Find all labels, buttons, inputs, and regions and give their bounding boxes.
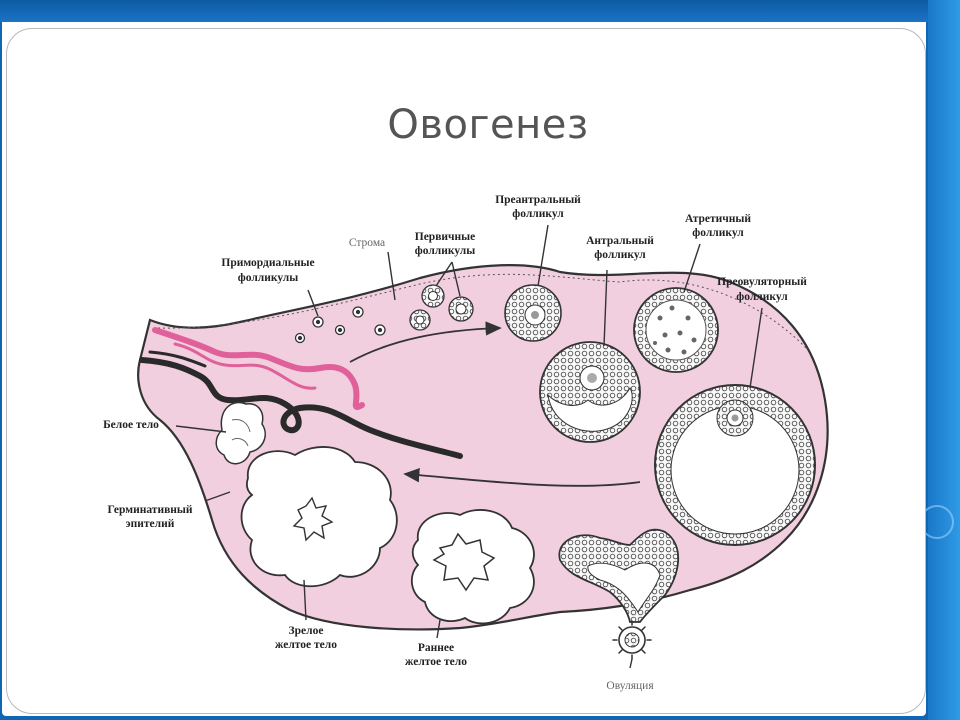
label-preantral-line1: Преантральный [495, 194, 581, 206]
label-early-cl-line1: Раннее [418, 642, 454, 654]
label-primary-line1: Первичные [415, 231, 475, 243]
label-primordial-line1: Примордиальные [221, 257, 314, 269]
vessel-pink-1 [152, 327, 365, 410]
label-preantral-line2: фолликул [512, 208, 564, 220]
label-primordial-line2: фолликулы [238, 272, 298, 284]
label-mature-cl-line1: Зрелое [289, 625, 324, 637]
label-ovulation: Овуляция [606, 680, 654, 692]
top-blue-band [0, 0, 960, 22]
label-mature-cl-line2: желтое тело [275, 639, 337, 651]
leader-lines [175, 224, 763, 669]
vessel-dark-2 [148, 350, 207, 368]
atretic-follicle [633, 287, 719, 373]
label-corpus-albicans: Белое тело [103, 419, 159, 431]
label-germinal-line1: Герминативный [107, 504, 192, 516]
primordial-follicles [294, 306, 386, 344]
label-primary-line2: фолликулы [415, 245, 475, 257]
primary-follicles [409, 284, 474, 331]
antral-follicle [539, 341, 641, 443]
label-preovulatory-line2: фолликул [736, 291, 788, 303]
label-preovulatory-line1: Преовуляторный [717, 276, 807, 288]
label-antral-line2: фолликул [594, 249, 646, 261]
corpus-albicans [215, 401, 266, 465]
preantral-follicle [504, 284, 562, 342]
ovulated-oocyte [612, 620, 652, 660]
label-atretic-line1: Атретичный [685, 213, 751, 225]
vessel-pink-2 [173, 342, 317, 390]
arrow-follicle-growth [349, 321, 502, 363]
right-blue-band [928, 0, 960, 720]
label-early-cl-line2: желтое тело [405, 656, 467, 668]
germinal-epithelium-layer [157, 273, 809, 351]
mature-corpus-luteum [240, 446, 398, 588]
early-corpus-luteum [410, 509, 535, 625]
slide-frame [6, 28, 926, 714]
label-atretic-line2: фолликул [692, 227, 744, 239]
label-germinal-line2: эпителий [126, 518, 175, 530]
slide-title: Овогенез [387, 102, 589, 148]
label-antral-line1: Антральный [586, 235, 654, 247]
preovulatory-follicle [654, 384, 816, 546]
label-stroma: Строма [349, 237, 385, 249]
vessel-dark-1 [139, 357, 463, 459]
arrow-corpus-luteum [403, 467, 641, 487]
